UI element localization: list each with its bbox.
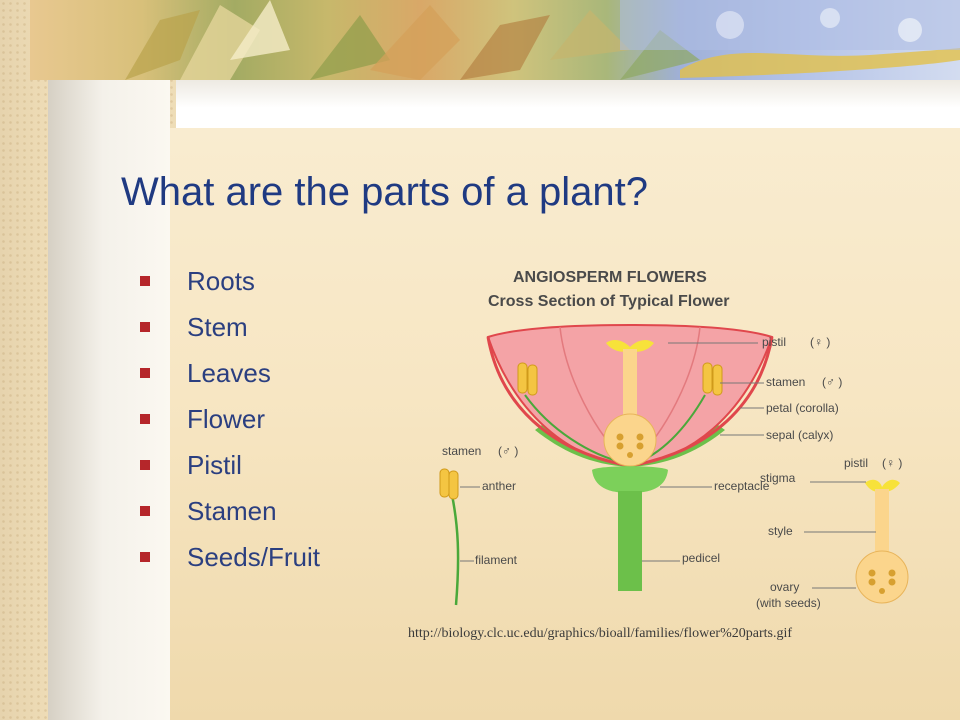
- label-filament: filament: [475, 553, 518, 567]
- label-pistil: pistil: [762, 335, 786, 349]
- slide-title: What are the parts of a plant?: [121, 170, 648, 214]
- square-bullet-icon: [140, 368, 150, 378]
- left-shade-strip: [48, 80, 170, 720]
- label-style: style: [768, 524, 793, 538]
- label-pistil-detail: pistil: [844, 456, 868, 470]
- bullet-item: Seeds/Fruit: [140, 534, 320, 580]
- bullet-item: Pistil: [140, 442, 320, 488]
- square-bullet-icon: [140, 414, 150, 424]
- diagram-heading: ANGIOSPERM FLOWERS: [513, 269, 707, 286]
- label-sepal: sepal (calyx): [766, 428, 833, 442]
- square-bullet-icon: [140, 276, 150, 286]
- main-flower: [486, 323, 774, 591]
- label-anther: anther: [482, 479, 516, 493]
- label-pedicel: pedicel: [682, 551, 720, 565]
- bullet-text: Seeds/Fruit: [187, 542, 320, 572]
- diagram-subheading: Cross Section of Typical Flower: [488, 293, 730, 310]
- bullet-text: Flower: [187, 404, 266, 434]
- bullet-text: Leaves: [187, 358, 271, 388]
- square-bullet-icon: [140, 460, 150, 470]
- label-stamen-detail-symbol: (♂ ): [498, 444, 518, 458]
- bullet-text: Stem: [187, 312, 248, 342]
- bullet-text: Roots: [187, 266, 255, 296]
- bullet-item: Stem: [140, 304, 320, 350]
- label-ovary-seeds: (with seeds): [756, 596, 821, 610]
- header-band: [176, 78, 960, 128]
- bullet-text: Stamen: [187, 496, 277, 526]
- bullet-text: Pistil: [187, 450, 242, 480]
- label-stamen-symbol: (♂ ): [822, 375, 842, 389]
- label-stigma: stigma: [760, 471, 796, 485]
- source-url: http://biology.clc.uc.edu/graphics/bioal…: [408, 626, 792, 641]
- square-bullet-icon: [140, 552, 150, 562]
- bullet-item: Roots: [140, 258, 320, 304]
- bullet-list: Roots Stem Leaves Flower Pistil Stamen S…: [140, 258, 320, 580]
- label-ovary: ovary: [770, 580, 799, 594]
- label-pistil-symbol: (♀ ): [810, 335, 830, 349]
- pistil-detail: pistil (♀ ) stigma style ovary (with see…: [756, 456, 909, 610]
- label-receptacle: receptacle: [714, 479, 770, 493]
- stamen-detail: stamen (♂ ) anther filament: [439, 444, 518, 606]
- label-petal: petal (corolla): [766, 401, 839, 415]
- label-pistil-detail-symbol: (♀ ): [882, 456, 902, 470]
- label-stamen-detail: stamen: [442, 444, 481, 458]
- flower-cross-section-diagram: ANGIOSPERM FLOWERS Cross Section of Typi…: [439, 269, 909, 610]
- bullet-item: Flower: [140, 396, 320, 442]
- bullet-item: Leaves: [140, 350, 320, 396]
- square-bullet-icon: [140, 506, 150, 516]
- leaf-banner-image: [30, 0, 960, 80]
- square-bullet-icon: [140, 322, 150, 332]
- bullet-item: Stamen: [140, 488, 320, 534]
- label-stamen: stamen: [766, 375, 805, 389]
